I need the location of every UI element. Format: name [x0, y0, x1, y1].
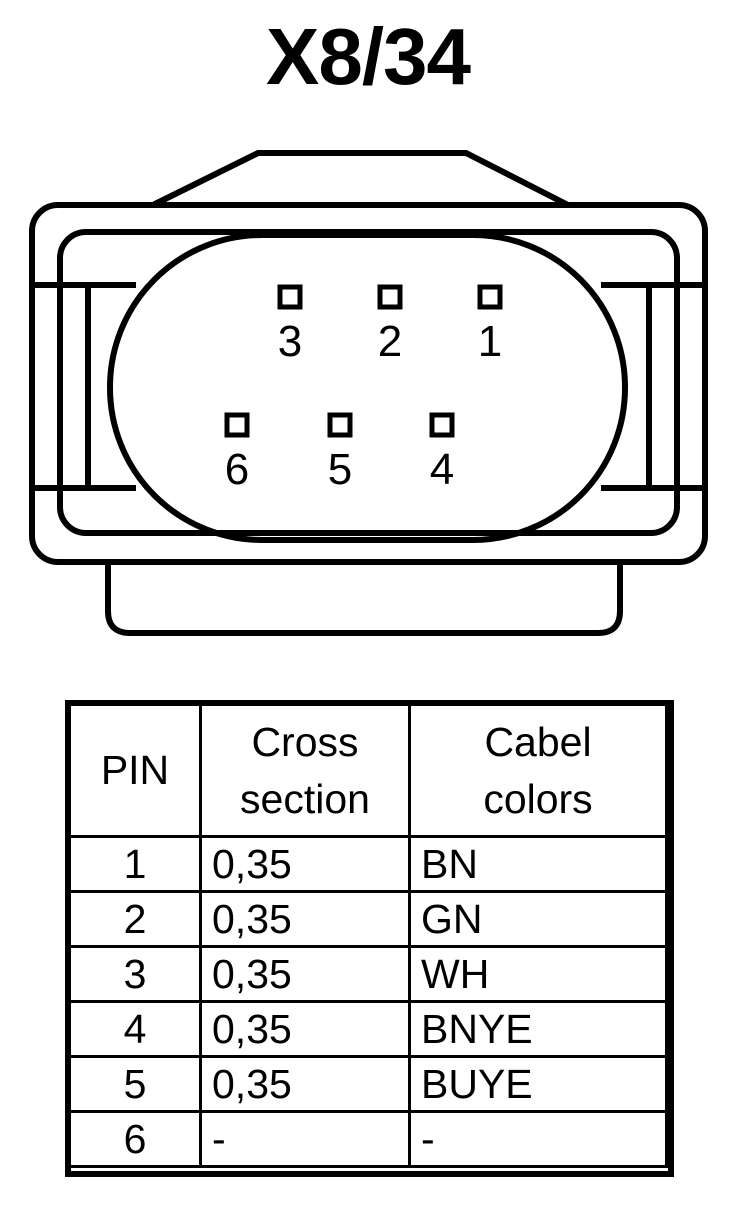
side-rail-right: [646, 282, 708, 491]
cell-color: BN: [408, 835, 668, 893]
connector-diagram: 3 2 1 6 5 4: [0, 140, 736, 650]
cell-cross-section: 0,35: [199, 1000, 411, 1058]
cell-cross-section: 0,35: [199, 835, 411, 893]
pin-label-3: 3: [278, 317, 302, 366]
pin-label-5: 5: [328, 445, 352, 494]
pin-square-4: [429, 412, 455, 438]
cell-pin: 1: [68, 835, 202, 893]
pin-square-5: [327, 412, 353, 438]
latch-tab: [151, 150, 570, 208]
page-title: X8/34: [265, 12, 471, 101]
pin-label-6: 6: [225, 445, 249, 494]
header-cross-section-line1: Cross: [251, 718, 359, 765]
header-pin-label: PIN: [100, 747, 170, 793]
pin-square-3: [277, 284, 303, 310]
pin-label-1: 1: [478, 317, 502, 366]
table-row: 5 0,35 BUYE: [68, 1055, 668, 1113]
pin-label-4: 4: [430, 445, 454, 494]
pin-square-6: [224, 412, 250, 438]
header-cable-colors: Cabel colors: [408, 703, 668, 838]
cavity-oval: [107, 232, 628, 543]
cell-color: BNYE: [408, 1000, 668, 1058]
header-cross-section-line2: section: [240, 775, 370, 822]
header-pin: PIN: [68, 703, 202, 838]
cell-pin: 6: [68, 1110, 202, 1168]
cell-cross-section: -: [199, 1110, 411, 1168]
pinout-table: PIN Cross section Cabel colors 1 0,35 BN…: [68, 703, 668, 1168]
cell-pin: 5: [68, 1055, 202, 1113]
table-header-row: PIN Cross section Cabel colors: [68, 703, 668, 838]
cell-pin: 2: [68, 890, 202, 948]
header-cross-section: Cross section: [199, 703, 411, 838]
cell-pin: 3: [68, 945, 202, 1003]
connector-front-view-svg: 3 2 1 6 5 4: [29, 150, 708, 636]
cell-pin: 4: [68, 1000, 202, 1058]
table-row: 1 0,35 BN: [68, 835, 668, 893]
pin-label-2: 2: [378, 317, 402, 366]
pin-square-2: [377, 284, 403, 310]
cell-color: BUYE: [408, 1055, 668, 1113]
header-cable-colors-line1: Cabel: [484, 718, 592, 765]
header-cable-colors-line2: colors: [483, 775, 593, 822]
housing-outer: [29, 202, 708, 565]
table-row: 3 0,35 WH: [68, 945, 668, 1003]
table-row: 6 - -: [68, 1110, 668, 1168]
table-row: 2 0,35 GN: [68, 890, 668, 948]
cell-cross-section: 0,35: [199, 1055, 411, 1113]
cell-color: WH: [408, 945, 668, 1003]
cell-color: GN: [408, 890, 668, 948]
pin-square-1: [477, 284, 503, 310]
cell-cross-section: 0,35: [199, 890, 411, 948]
pinout-table-container: PIN Cross section Cabel colors 1 0,35 BN…: [65, 700, 674, 1177]
bottom-tab: [105, 562, 623, 636]
side-rail-left: [29, 282, 91, 491]
cell-cross-section: 0,35: [199, 945, 411, 1003]
table-row: 4 0,35 BNYE: [68, 1000, 668, 1058]
cell-color: -: [408, 1110, 668, 1168]
